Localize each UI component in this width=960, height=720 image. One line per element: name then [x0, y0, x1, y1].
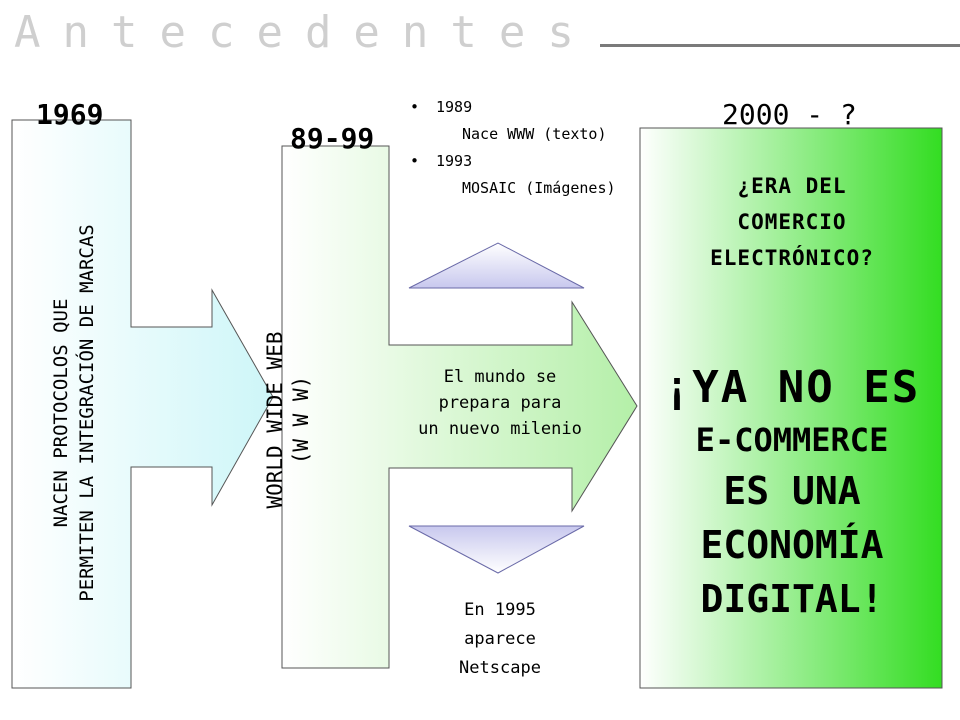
- netscape-line3: Netscape: [459, 658, 541, 678]
- netscape-line1: En 1995: [464, 600, 536, 620]
- milestone-list: 1989 Nace WWW (texto) 1993 MOSAIC (Imáge…: [410, 94, 616, 202]
- slide-title: Antecedentes: [14, 7, 596, 58]
- milestone-year: 1989: [410, 94, 616, 121]
- year-1969: 1969: [36, 98, 104, 131]
- ecommerce-question: ¿ERA DEL COMERCIO ELECTRÓNICO?: [642, 168, 942, 276]
- millennium-caption: El mundo se prepara para un nuevo mileni…: [382, 364, 618, 442]
- www-arrow-shape: [281, 145, 638, 669]
- milestone-text: Nace WWW (texto): [462, 125, 607, 143]
- down-triangle: [408, 525, 585, 574]
- digital-economy-panel: [639, 127, 943, 689]
- year-89-99: 89-99: [290, 122, 375, 155]
- question-line2: COMERCIO: [737, 210, 847, 234]
- statement-line3: ES UNA: [723, 469, 861, 513]
- statement-line1: ¡YA NO ES: [663, 362, 921, 413]
- title-underline: [600, 44, 960, 47]
- millennium-line3: un nuevo milenio: [418, 419, 582, 439]
- statement-line2: E-COMMERCE: [695, 421, 889, 459]
- question-line3: ELECTRÓNICO?: [710, 246, 874, 270]
- netscape-caption: En 1995 aparece Netscape: [420, 596, 580, 683]
- www-label-line1: WORLD WIDE WEB: [263, 331, 287, 509]
- netscape-line2: aparece: [464, 629, 536, 649]
- millennium-line2: prepara para: [438, 393, 562, 413]
- milestone-text: MOSAIC (Imágenes): [462, 179, 616, 197]
- protocols-arrow-shape: [11, 119, 274, 689]
- statement-line5: DIGITAL!: [700, 577, 884, 621]
- digital-economy-statement: ¡YA NO ES E-COMMERCE ES UNA ECONOMÍA DIG…: [642, 360, 942, 626]
- milestone-year: 1993: [410, 148, 616, 175]
- up-triangle: [408, 242, 585, 289]
- protocols-label-line1: NACEN PROTOCOLOS QUE: [50, 298, 72, 528]
- protocols-label-line2: PERMITEN LA INTEGRACIÓN DE MARCAS: [76, 224, 98, 602]
- year-2000: 2000 - ?: [722, 98, 857, 131]
- www-label-line2: (W W W): [289, 375, 313, 465]
- protocols-label: NACEN PROTOCOLOS QUE PERMITEN LA INTEGRA…: [48, 133, 100, 693]
- question-line1: ¿ERA DEL: [737, 174, 847, 198]
- statement-line4: ECONOMÍA: [700, 523, 884, 567]
- millennium-line1: El mundo se: [443, 367, 557, 387]
- www-label: WORLD WIDE WEB (W W W): [262, 290, 314, 550]
